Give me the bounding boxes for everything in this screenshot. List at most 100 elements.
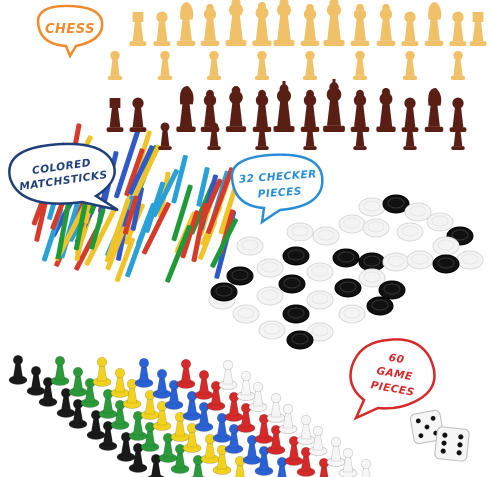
pawn-icon	[122, 378, 142, 409]
dice-group	[409, 409, 470, 462]
pawn-icon	[266, 424, 286, 455]
pawn-icon	[110, 367, 130, 398]
matchstick	[84, 208, 117, 266]
chess-piece-icon	[449, 11, 467, 46]
pawn-icon	[318, 457, 330, 477]
chess-piece-icon	[424, 2, 444, 46]
checker-disc-icon	[282, 304, 310, 324]
checker-disc-icon	[358, 197, 386, 217]
chess-piece-icon	[353, 122, 367, 150]
dark-chess-pieces	[106, 78, 467, 150]
checker-disc-icon	[378, 280, 406, 300]
checker-disc-icon	[366, 296, 394, 316]
pawn-icon	[248, 381, 268, 412]
matchstick	[124, 148, 145, 197]
pawn-icon	[86, 409, 106, 440]
matchstick	[198, 220, 218, 260]
chess-piece-icon	[424, 88, 444, 132]
checker-disc-icon	[362, 218, 390, 238]
checker-disc-icon	[456, 250, 484, 270]
game-pieces-label-bubble: 60 GAME PIECES	[349, 338, 436, 421]
checker-disc-icon	[332, 248, 360, 268]
pawn-icon	[98, 388, 118, 419]
checker-disc-icon	[396, 222, 424, 242]
matchstick	[105, 226, 127, 271]
light-chess-pieces	[107, 0, 487, 80]
pawn-icon	[152, 368, 172, 399]
checker-disc-icon	[404, 202, 432, 222]
matchstick	[55, 199, 72, 260]
pawn-icon	[182, 422, 202, 453]
chess-piece-icon	[403, 122, 417, 150]
pawn-icon	[8, 354, 28, 385]
checker-disc-icon	[258, 320, 286, 340]
pawn-icon	[296, 446, 316, 477]
chess-piece-icon	[376, 3, 396, 46]
matchsticks-label-bubble: COLORED MATCHSTICKS	[8, 142, 119, 212]
pawn-icon	[218, 359, 238, 390]
matchstick	[114, 237, 135, 283]
matchstick	[191, 202, 208, 263]
chess-piece-icon	[273, 81, 295, 132]
pawn-icon	[326, 436, 346, 467]
pawn-icon	[308, 425, 328, 456]
checker-disc-icon	[312, 226, 340, 246]
checker-disc-icon	[286, 222, 314, 242]
pawn-icon	[68, 398, 88, 429]
pawn-icon	[194, 401, 214, 432]
pawn-icon	[92, 356, 112, 387]
chess-piece-icon	[157, 50, 173, 80]
checker-disc-icon	[426, 212, 454, 232]
chess-piece-icon	[323, 78, 345, 132]
pawn-icon	[224, 423, 244, 454]
chess-piece-icon	[469, 12, 487, 46]
checker-disc-icon	[282, 246, 310, 266]
chess-piece-icon	[176, 86, 196, 132]
matchstick	[171, 184, 193, 242]
checker-disc-icon	[432, 254, 460, 274]
chess-piece-icon	[252, 1, 272, 46]
checker-disc-icon	[382, 252, 410, 272]
game-pieces-label-line1: 60	[388, 352, 405, 367]
checker-disc-icon	[286, 330, 314, 350]
matchstick	[114, 127, 141, 199]
chess-piece-icon	[401, 11, 419, 46]
chess-piece-icon	[206, 50, 222, 80]
chess-piece-icon	[153, 11, 171, 46]
chess-piece-icon	[107, 50, 123, 80]
matchstick	[89, 208, 106, 250]
pawn-icon	[170, 411, 190, 442]
chess-piece-icon	[129, 97, 147, 132]
chess-piece-icon	[450, 50, 466, 80]
chess-piece-icon	[273, 0, 295, 46]
checker-disc-icon	[278, 274, 306, 294]
matchstick	[165, 224, 192, 283]
chess-label: CHESS	[45, 22, 95, 37]
pawn-icon	[170, 443, 190, 474]
matchstick	[128, 145, 155, 195]
checker-disc-icon	[358, 268, 386, 288]
pawn-icon	[50, 355, 70, 386]
matchstick	[141, 202, 171, 255]
chess-piece-icon	[402, 50, 418, 80]
pawn-icon	[56, 387, 76, 418]
chess-piece-icon	[207, 122, 221, 150]
matchstick	[180, 210, 200, 259]
checker-disc-icon	[226, 266, 254, 286]
chess-piece-icon	[300, 3, 320, 46]
checker-disc-icon	[210, 282, 238, 302]
pawn-icon	[242, 434, 262, 465]
checker-disc-icon	[236, 236, 264, 256]
pawn-icon	[68, 366, 88, 397]
pawn-icon	[128, 410, 148, 441]
matchstick	[133, 144, 161, 197]
pawn-icon	[360, 458, 372, 477]
pawn-icon	[266, 392, 286, 423]
pawn-icon	[164, 379, 184, 410]
pawn-icon	[296, 414, 316, 445]
chess-piece-icon	[225, 0, 247, 46]
matchstick	[210, 218, 238, 268]
pawn-icon	[224, 391, 244, 422]
